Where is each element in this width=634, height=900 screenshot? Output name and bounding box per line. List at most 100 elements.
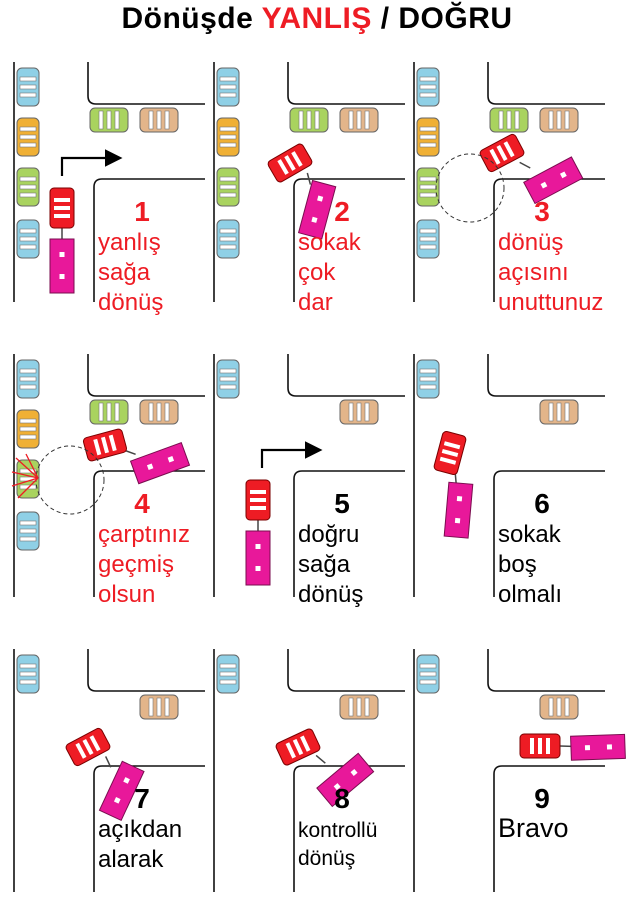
trailer — [570, 733, 626, 761]
panel-caption-line: çarptınız — [98, 521, 190, 548]
towing-car — [82, 428, 128, 462]
panel-caption-line: alarak — [98, 846, 164, 873]
panel-caption-line: dönüş — [498, 229, 563, 256]
car-with-trailer — [82, 428, 191, 485]
panel-number: 8 — [334, 783, 350, 814]
parked-car — [216, 117, 240, 157]
parked-car — [16, 167, 40, 207]
curb-top — [87, 62, 205, 105]
panel-number: 5 — [334, 488, 350, 519]
towing-car — [267, 143, 313, 183]
curb-corner — [93, 765, 205, 892]
car-with-trailer — [275, 728, 375, 808]
panel-caption-line: yanlış — [98, 229, 161, 256]
panel-number: 4 — [134, 488, 150, 519]
parked-car — [216, 654, 240, 694]
title-wrong: YANLIŞ — [261, 2, 372, 35]
panel-number: 2 — [334, 196, 350, 227]
panel-caption-line: dönüş — [298, 847, 355, 870]
towing-car — [65, 727, 111, 767]
curb-corner — [293, 765, 405, 892]
panel-caption-line: açısını — [498, 259, 569, 286]
panel-caption-line: açıkdan — [98, 816, 182, 843]
panel-caption-line: Bravo — [498, 813, 569, 843]
panel-number: 3 — [534, 196, 550, 227]
parked-car — [416, 117, 440, 157]
parked-car — [416, 167, 440, 207]
panel-caption-line: dönüş — [298, 581, 363, 608]
trailer — [297, 179, 337, 240]
panel-caption-line: olmalı — [498, 581, 562, 608]
parked-car — [339, 694, 379, 720]
curb-corner — [293, 178, 405, 302]
car-with-trailer — [65, 727, 145, 822]
parked-car — [416, 654, 440, 694]
curb-corner — [493, 470, 605, 597]
towing-car — [245, 479, 271, 521]
curb-top — [487, 649, 605, 692]
car-with-trailer — [519, 733, 626, 761]
panel-number: 1 — [134, 196, 150, 227]
car-with-trailer — [49, 187, 75, 294]
tow-bar — [104, 756, 112, 768]
parked-car — [539, 399, 579, 425]
curb-top — [87, 649, 205, 692]
parked-car — [16, 219, 40, 259]
parked-car — [89, 107, 129, 133]
panel-number: 9 — [534, 783, 550, 814]
curb-top — [287, 649, 405, 692]
parked-car — [539, 694, 579, 720]
pivot-circle — [435, 153, 505, 223]
panel-caption-line: olsun — [98, 581, 155, 608]
trailer — [49, 238, 75, 294]
curb-corner — [493, 765, 605, 892]
parked-car — [139, 694, 179, 720]
title-suffix: / DOĞRU — [371, 2, 513, 35]
parked-car — [16, 117, 40, 157]
parked-car — [416, 67, 440, 107]
car-with-trailer — [267, 143, 337, 240]
towing-car — [49, 187, 75, 229]
curb-top — [287, 354, 405, 397]
turn-arrow-icon — [260, 441, 323, 468]
curb-corner — [293, 470, 405, 597]
turn-arrow-icon — [60, 149, 123, 176]
parked-car — [139, 399, 179, 425]
parked-car — [216, 67, 240, 107]
tow-bar — [519, 161, 531, 169]
parked-car — [489, 107, 529, 133]
car-with-trailer — [433, 430, 474, 539]
trailer — [245, 530, 271, 586]
parked-car — [339, 107, 379, 133]
panel-caption-line: sokak — [298, 229, 362, 256]
parked-car — [16, 67, 40, 107]
page-title: Dönüşde YANLIŞ / DOĞRU — [0, 2, 634, 36]
parked-car — [16, 511, 40, 551]
panel-caption-line: çok — [298, 259, 336, 286]
parked-car — [416, 219, 440, 259]
parked-car — [339, 399, 379, 425]
crash-line — [11, 471, 39, 479]
trailer — [523, 156, 584, 205]
crash-line — [25, 453, 39, 479]
crash-line — [17, 477, 39, 499]
panel-caption-line: doğru — [298, 521, 359, 548]
parked-car — [216, 219, 240, 259]
panel-caption-line: unuttunuz — [498, 289, 603, 316]
crash-line — [11, 477, 39, 487]
crash-line — [15, 457, 39, 479]
parked-car — [16, 359, 40, 399]
panel-caption-line: sokak — [498, 521, 562, 548]
parked-car — [139, 107, 179, 133]
trailer — [316, 752, 375, 808]
curb-corner — [93, 470, 205, 597]
parked-car — [216, 167, 240, 207]
